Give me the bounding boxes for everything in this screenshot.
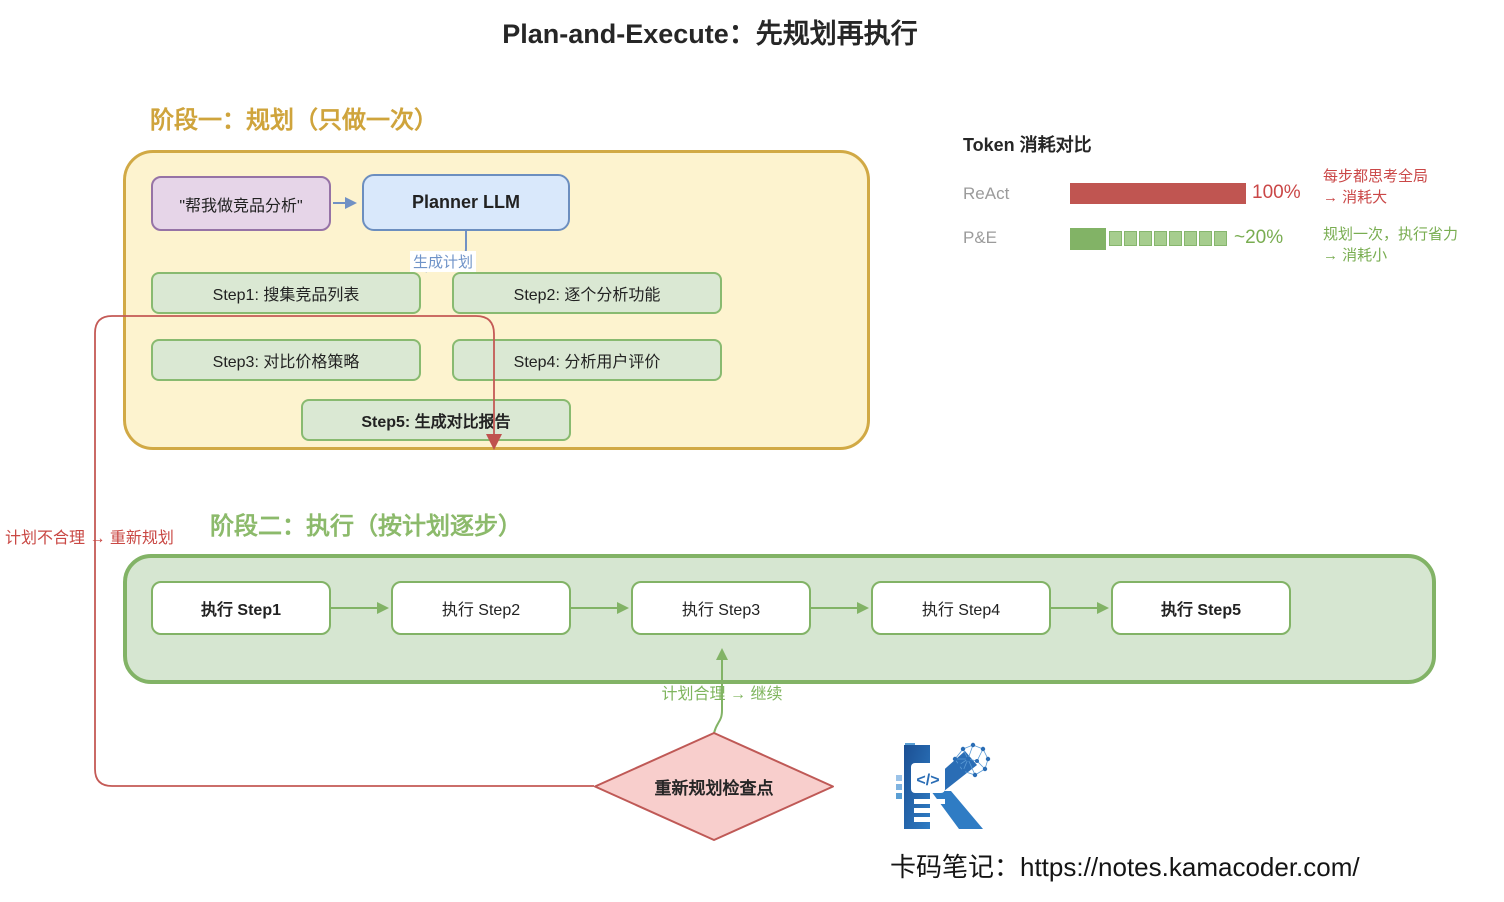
- token-row-label-pe: P&E: [963, 228, 998, 247]
- pe-token-cell: [1109, 231, 1122, 246]
- kamacoder-logo: </>: [896, 742, 991, 829]
- user-request-box: "帮我做竞品分析": [151, 176, 331, 231]
- exec-step-1: 执行 Step1: [151, 581, 331, 635]
- react-note-line2: → 消耗大: [1323, 189, 1388, 206]
- pe-token-cell: [1169, 231, 1182, 246]
- pe-token-value: ~20%: [1234, 227, 1284, 248]
- pe-token-cell: [1184, 231, 1197, 246]
- pe-token-cell: [1214, 231, 1227, 246]
- pe-token-cell: [1124, 231, 1137, 246]
- replan-checkpoint-label: 重新规划检查点: [654, 779, 774, 798]
- pe-token-cell: [1154, 231, 1167, 246]
- logo-pixel: [896, 793, 902, 799]
- plan-step-1: Step1: 搜集竞品列表: [151, 272, 421, 314]
- footer-site-link: 卡码笔记：https://notes.kamacoder.com/: [890, 852, 1360, 882]
- react-note-line1: 每步都思考全局: [1323, 168, 1429, 185]
- pe-token-bar: [1070, 228, 1106, 250]
- token-row-label-react: ReAct: [963, 184, 1010, 203]
- react-token-note: 每步都思考全局 → 消耗大: [1323, 166, 1428, 208]
- logo-doc-line: [914, 799, 945, 804]
- logo-pixel: [896, 775, 902, 781]
- planner-llm-box: Planner LLM: [362, 174, 570, 231]
- exec-step-2: 执行 Step2: [391, 581, 571, 635]
- logo-doc-line: [914, 808, 939, 813]
- logo-pixel: [896, 784, 902, 790]
- pe-token-cell: [1199, 231, 1212, 246]
- exec-step-3: 执行 Step3: [631, 581, 811, 635]
- phase1-header: 阶段一：规划（只做一次）: [150, 107, 438, 134]
- token-chart-title: Token 消耗对比: [963, 135, 1092, 155]
- logo-code-box: [911, 763, 945, 793]
- react-token-bar: [1070, 183, 1246, 204]
- continue-feedback-label: 计划合理 → 继续: [661, 686, 783, 703]
- plan-arrow-label: 生成计划: [410, 251, 477, 272]
- plan-step-2: Step2: 逐个分析功能: [452, 272, 722, 314]
- pe-note-line1: 规划一次，执行省力: [1323, 226, 1459, 243]
- exec-step-5: 执行 Step5: [1111, 581, 1291, 635]
- exec-step-4: 执行 Step4: [871, 581, 1051, 635]
- plan-step-4: Step4: 分析用户评价: [452, 339, 722, 381]
- plan-step-5: Step5: 生成对比报告: [301, 399, 571, 441]
- code-icon: </>: [916, 772, 939, 789]
- react-token-value: 100%: [1252, 182, 1301, 203]
- logo-doc-line: [914, 817, 932, 822]
- brain-network-nodes: [952, 742, 991, 778]
- pe-token-note: 规划一次，执行省力 → 消耗小: [1323, 224, 1458, 266]
- phase2-header: 阶段二：执行（按计划逐步）: [210, 513, 522, 540]
- pe-token-cell: [1139, 231, 1152, 246]
- page-title: Plan-and-Execute：先规划再执行: [502, 19, 918, 49]
- plan-step-3: Step3: 对比价格策略: [151, 339, 421, 381]
- pe-note-line2: → 消耗小: [1323, 247, 1388, 264]
- replan-feedback-label: 计划不合理 → 重新规划: [5, 530, 174, 547]
